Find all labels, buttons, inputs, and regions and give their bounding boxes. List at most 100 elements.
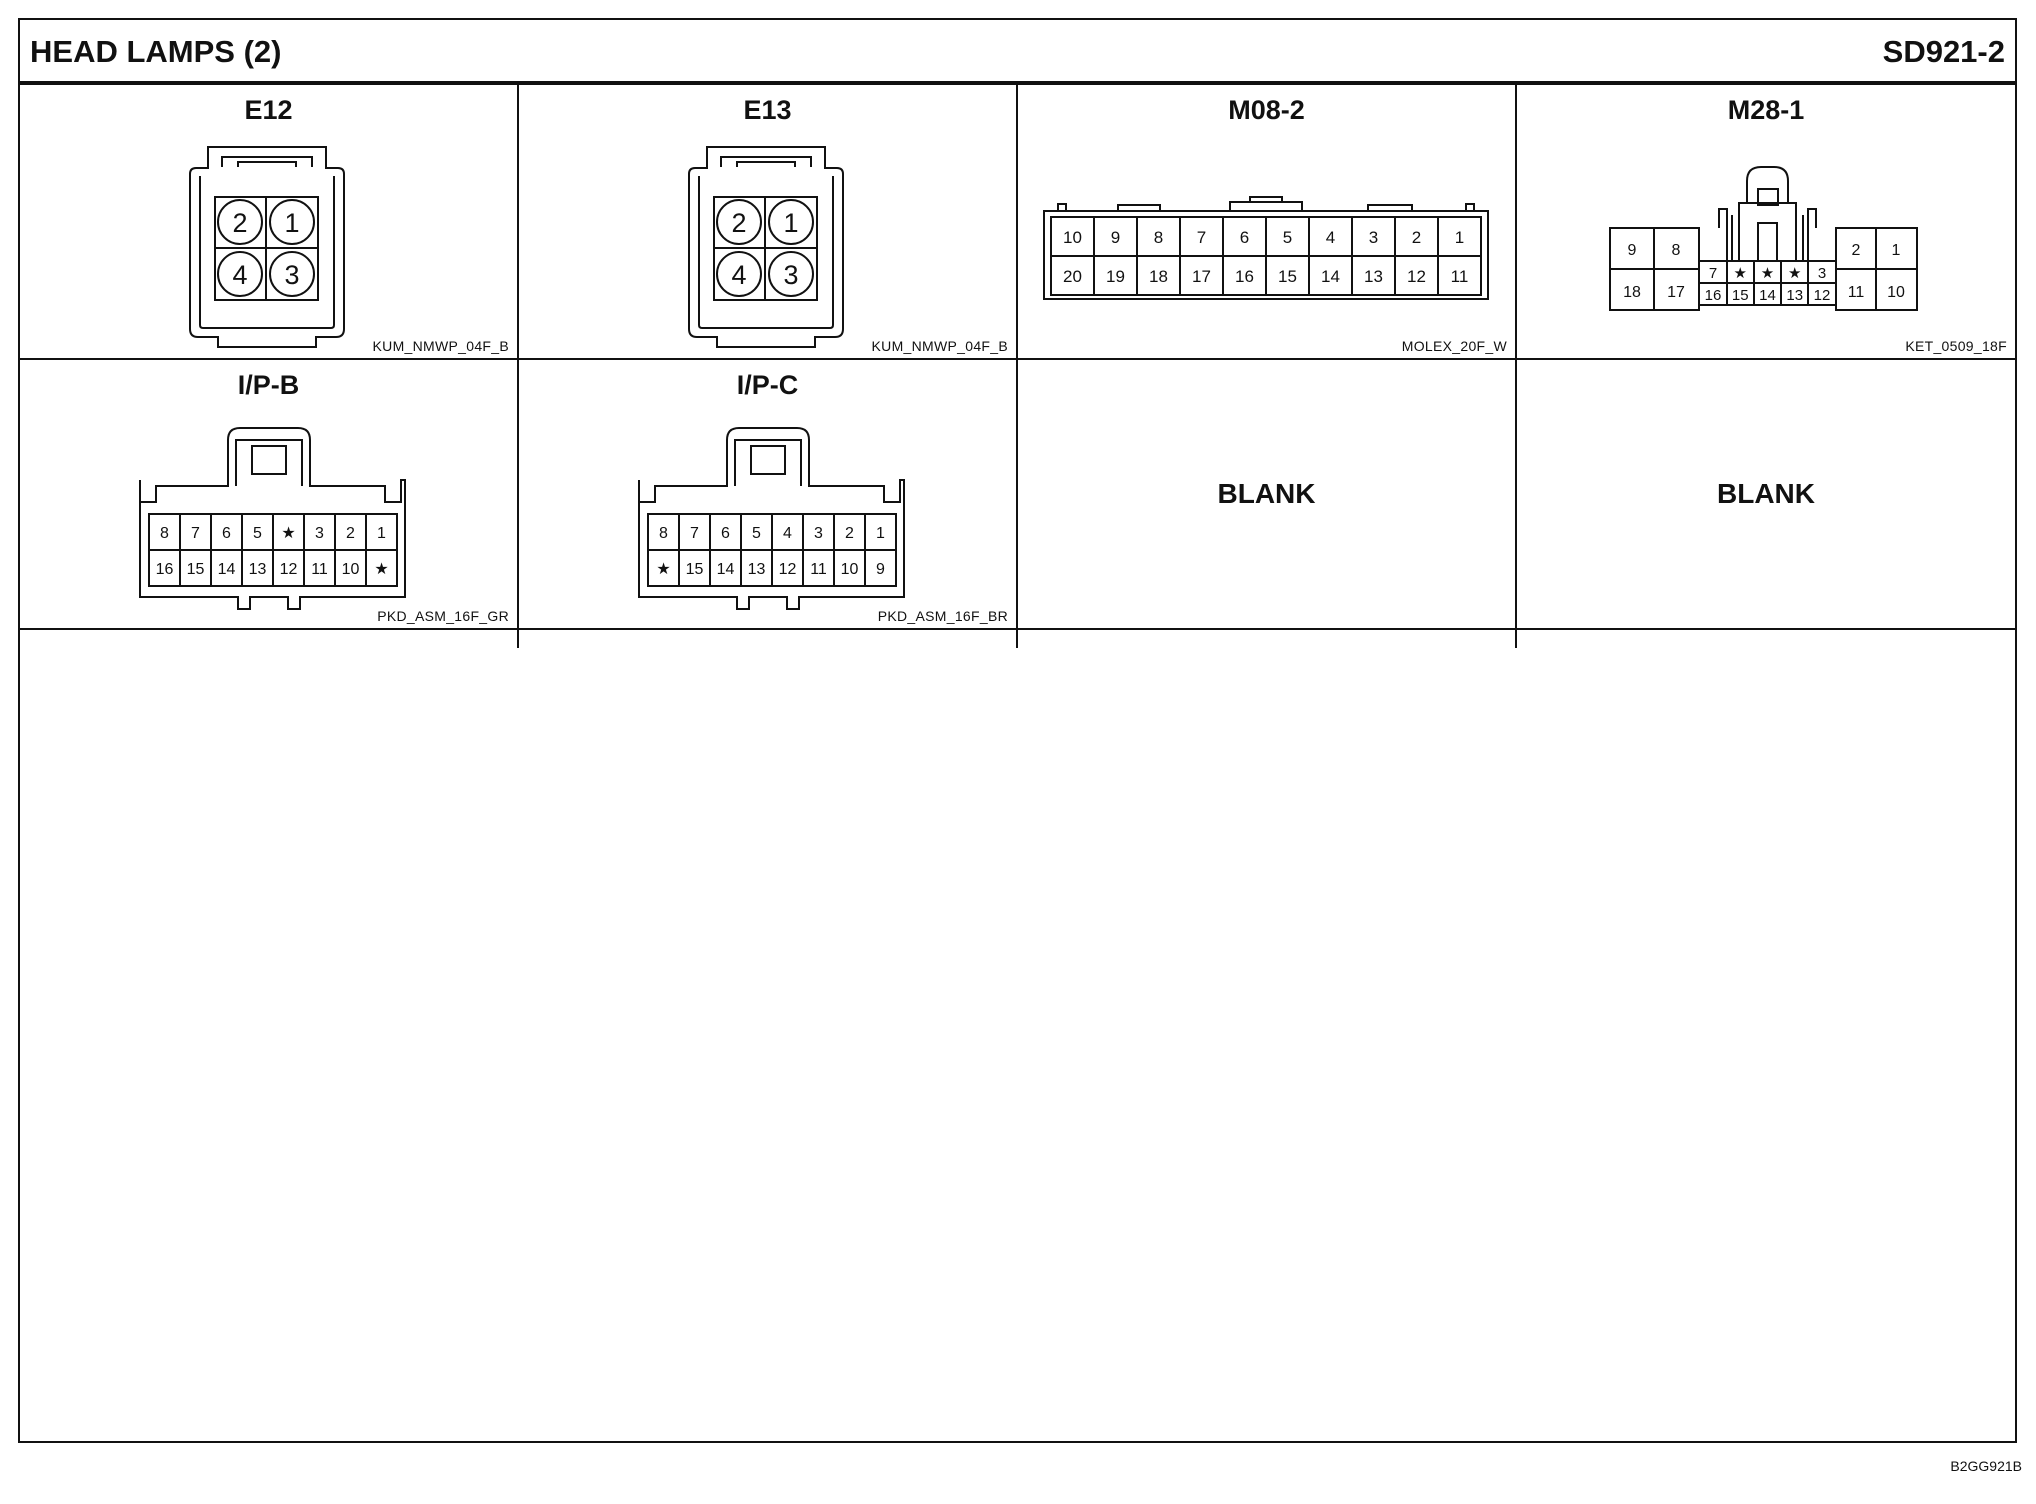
pin-label: 2 — [232, 208, 247, 238]
pin-label: 11 — [810, 561, 827, 578]
pin-label: 10 — [1063, 228, 1082, 247]
header: HEAD LAMPS (2) SD921-2 — [20, 20, 2015, 85]
blank-label: BLANK — [1217, 478, 1316, 509]
connector-part-number: KUM_NMWP_04F_B — [372, 338, 509, 354]
pin-label: 1 — [377, 525, 386, 542]
pin-label: 3 — [783, 260, 798, 290]
pin-label: 13 — [748, 561, 766, 578]
pin-label: 6 — [1240, 228, 1249, 247]
pin-label: 2 — [346, 525, 355, 542]
pin-label: 12 — [1407, 267, 1426, 286]
grid-divider — [20, 358, 2015, 360]
connector-cell-m28-1: M28-1 — [1517, 85, 2015, 358]
connector-part-number: MOLEX_20F_W — [1401, 338, 1507, 354]
pin-label: 7 — [191, 525, 200, 542]
pin-label: 16 — [156, 561, 174, 578]
pin-label: 8 — [1154, 228, 1163, 247]
pin-label: 4 — [731, 260, 746, 290]
pin-label: 6 — [222, 525, 231, 542]
pin-label: 9 — [1628, 242, 1637, 259]
pin-label: 12 — [1814, 287, 1831, 304]
pin-label: ★ — [281, 525, 295, 542]
pin-label: 3 — [814, 525, 823, 542]
pin-label: 8 — [1672, 242, 1681, 259]
pin-label: ★ — [1788, 265, 1801, 282]
pin-label: 13 — [1364, 267, 1383, 286]
pin-label: 19 — [1106, 267, 1125, 286]
pin-label: 7 — [1709, 265, 1717, 282]
pin-label: 14 — [218, 561, 236, 578]
pin-label: 12 — [779, 561, 797, 578]
blank-cell: BLANK — [1517, 360, 2015, 628]
diagram-code: SD921-2 — [1882, 34, 2005, 69]
pin-label: 15 — [1732, 287, 1749, 304]
pin-label: 15 — [686, 561, 704, 578]
connector-e13-drawing: 2 1 4 3 — [688, 146, 844, 348]
pin-label: 2 — [1412, 228, 1421, 247]
grid-divider — [517, 85, 519, 648]
pin-label: ★ — [656, 561, 670, 578]
connector-e12-drawing: 2 1 4 3 — [189, 146, 345, 348]
pin-label: 11 — [1451, 267, 1469, 286]
pin-label: 5 — [253, 525, 262, 542]
pin-label: 11 — [1848, 284, 1865, 301]
pin-label: 13 — [1786, 287, 1803, 304]
pin-label: 10 — [342, 561, 360, 578]
connector-name: I/P-C — [736, 370, 799, 400]
pin-label: 17 — [1192, 267, 1211, 286]
pin-label: 17 — [1667, 284, 1685, 301]
grid-divider — [20, 628, 2015, 630]
connector-part-number: PKD_ASM_16F_GR — [377, 608, 509, 624]
figure-id: B2GG921B — [1950, 1458, 2022, 1474]
pin-label: 2 — [731, 208, 746, 238]
pin-label: 9 — [876, 561, 885, 578]
connector-part-number: PKD_ASM_16F_BR — [877, 608, 1008, 624]
pin-label: 15 — [187, 561, 205, 578]
pin-label: 5 — [1283, 228, 1292, 247]
grid-divider — [1515, 85, 1517, 648]
pin-label: 11 — [311, 561, 328, 578]
pin-label: 1 — [284, 208, 299, 238]
blank-cell: BLANK — [1018, 360, 1515, 628]
blank-label: BLANK — [1717, 478, 1815, 509]
connector-name: E12 — [244, 95, 293, 125]
pin-label: 16 — [1235, 267, 1254, 286]
diagram-sheet: HEAD LAMPS (2) SD921-2 E12 2 — [18, 18, 2017, 1443]
connector-part-number: KET_0509_18F — [1905, 338, 2007, 354]
pin-label: 4 — [1326, 228, 1335, 247]
pin-label: 3 — [315, 525, 324, 542]
pin-label: ★ — [374, 561, 388, 578]
connector-ip-b-drawing: 8 7 6 5 ★ 3 2 1 16 15 14 13 12 11 10 ★ — [139, 427, 406, 610]
empty-area — [20, 630, 2015, 1441]
pin-label: 8 — [160, 525, 169, 542]
pin-label: 5 — [752, 525, 761, 542]
connector-name: E13 — [743, 95, 792, 125]
pin-label: 7 — [690, 525, 699, 542]
pin-label: 2 — [845, 525, 854, 542]
pin-label: 3 — [1369, 228, 1378, 247]
pin-label: 15 — [1278, 267, 1297, 286]
pin-label: 18 — [1149, 267, 1168, 286]
pin-label: 4 — [232, 260, 247, 290]
connector-name: M08-2 — [1228, 95, 1305, 125]
pin-label: 1 — [1892, 242, 1901, 259]
pin-label: 14 — [717, 561, 735, 578]
pin-label: 8 — [659, 525, 668, 542]
pin-label: 14 — [1321, 267, 1340, 286]
pin-label: 12 — [280, 561, 298, 578]
pin-label: 16 — [1705, 287, 1722, 304]
pin-label: 1 — [876, 525, 885, 542]
pin-label: 18 — [1623, 284, 1641, 301]
pin-label: 7 — [1197, 228, 1206, 247]
pin-label: 2 — [1852, 242, 1861, 259]
pin-label: 13 — [249, 561, 267, 578]
connector-cell-e12: E12 2 1 4 3 KUM_NMWP_04F_B — [20, 85, 517, 358]
